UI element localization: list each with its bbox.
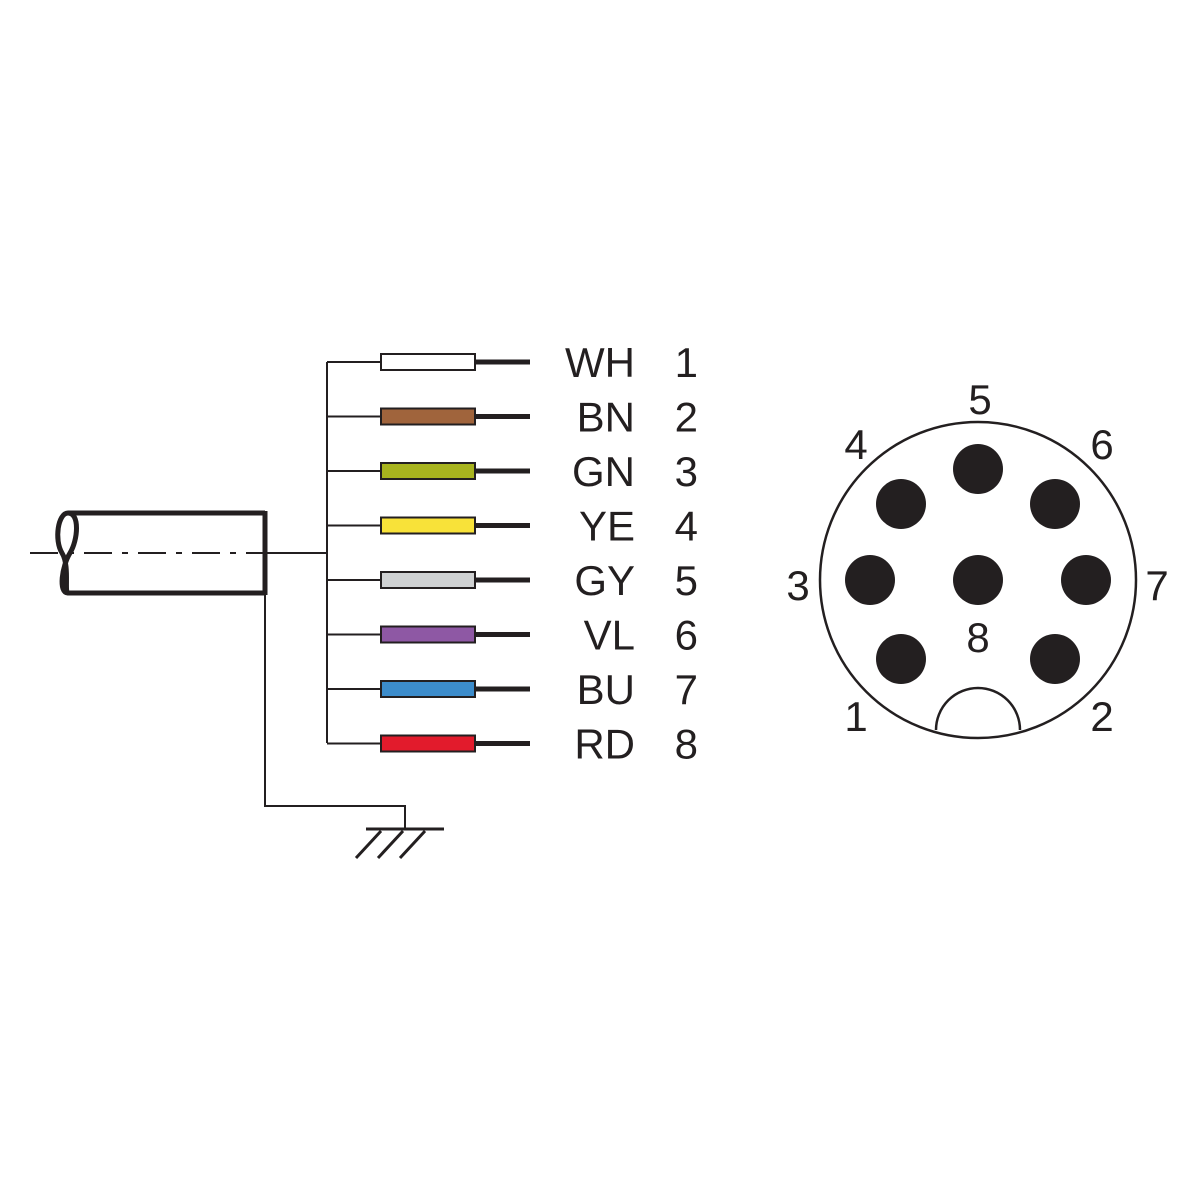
wire-rows: WH 1BN 2GN 3YE 4GY 5VL 6BU 7RD 8: [327, 339, 698, 768]
wire-pin-number: 3: [675, 448, 698, 495]
wire-insulation: [380, 571, 476, 589]
wire-row: BN 2: [327, 394, 698, 441]
cable-end-icon: [30, 510, 268, 596]
wire-color-code: GY: [574, 557, 635, 604]
wire-pin-number: 8: [675, 721, 698, 768]
wire-insulation: [380, 625, 476, 644]
ground-symbol-icon: [264, 593, 444, 860]
connector-pin: [953, 555, 1003, 605]
wire-color-code: GN: [572, 448, 635, 495]
wire-row: VL 6: [327, 612, 698, 659]
connector-pin-label: 4: [844, 421, 867, 468]
wire-color-code: RD: [574, 721, 635, 768]
connector-face: 1 2 3 4 5 6 7 8: [786, 376, 1168, 740]
connector-pin-label: 3: [786, 562, 809, 609]
wire-color-code: WH: [565, 339, 635, 386]
wire-insulation: [380, 462, 476, 480]
wire-row: BU 7: [327, 666, 698, 713]
wire-row: WH 1: [327, 339, 698, 386]
wire-color-code: BU: [577, 666, 635, 713]
connector-pin-label: 7: [1145, 562, 1168, 609]
wire-row: YE 4: [327, 503, 698, 550]
wire-row: GN 3: [327, 448, 698, 495]
connector-pin: [876, 634, 926, 684]
wire-pin-number: 7: [675, 666, 698, 713]
wire-row: RD 8: [327, 721, 698, 768]
wire-row: GY 5: [327, 557, 698, 604]
wire-color-code: BN: [577, 394, 635, 441]
wire-insulation: [380, 353, 476, 371]
connector-pin: [1030, 634, 1080, 684]
wire-color-code: YE: [579, 503, 635, 550]
connector-pin: [876, 479, 926, 529]
connector-pin: [1061, 555, 1111, 605]
connector-pin-label: 8: [966, 614, 989, 661]
connector-pin: [953, 444, 1003, 494]
wire-pin-number: 2: [675, 394, 698, 441]
connector-pin-label: 5: [968, 376, 991, 423]
wire-insulation: [380, 407, 476, 426]
wire-insulation: [380, 680, 476, 698]
wire-pin-number: 5: [675, 557, 698, 604]
coding-key: [934, 686, 1022, 731]
connector-outline: [818, 420, 1138, 740]
connector-pin-label: 1: [844, 693, 867, 740]
wire-color-code: VL: [584, 612, 635, 659]
connector-pin-label: 2: [1090, 693, 1113, 740]
wire-pin-number: 6: [675, 612, 698, 659]
connector-pin: [1030, 479, 1080, 529]
wire-pin-number: 1: [675, 339, 698, 386]
wire-pin-number: 4: [675, 503, 698, 550]
wire-insulation: [380, 516, 476, 535]
connector-pin-label: 6: [1090, 421, 1113, 468]
connector-pin: [845, 555, 895, 605]
wire-insulation: [380, 734, 476, 753]
